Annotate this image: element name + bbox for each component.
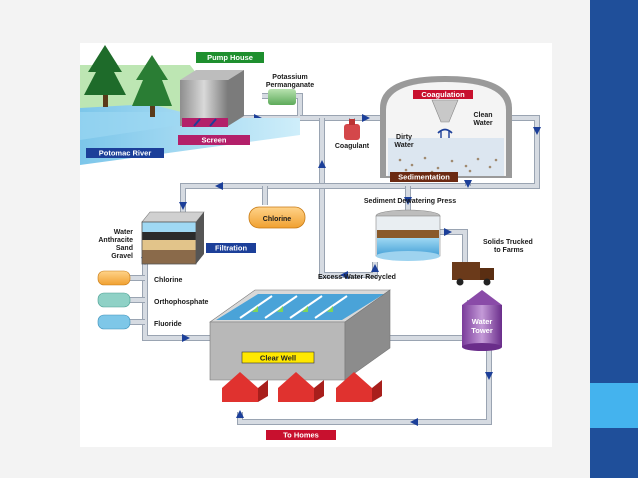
- to-homes-tag: To Homes: [266, 430, 336, 440]
- house-icon: [278, 372, 324, 402]
- clear-well-label: Clear Well: [260, 354, 296, 363]
- slide-side-accent: [590, 383, 638, 428]
- excess-water-label: Excess Water Recycled: [318, 274, 396, 281]
- chlorine-dose-tank: Chlorine: [97, 270, 182, 286]
- sedimentation-tag: Sedimentation: [390, 172, 458, 182]
- screen-label: Screen: [201, 136, 226, 145]
- coagulant-tank: Coagulant: [335, 119, 370, 150]
- arrow-icon: [236, 410, 244, 418]
- river-tag: Potomac River: [86, 148, 164, 158]
- filtration-basin: [141, 211, 205, 265]
- chlorine-dose-label: Chlorine: [154, 277, 182, 284]
- pump-house-label: Pump House: [207, 53, 253, 62]
- solids-trucked-line1: Solids Trucked: [483, 239, 533, 246]
- clean-water-label: Water: [473, 120, 492, 127]
- tree-icon: [84, 45, 126, 107]
- potomac-river-label: Potomac River: [99, 149, 152, 158]
- fluoride-tank: Fluoride: [97, 314, 182, 330]
- water-tower: Water Tower: [462, 290, 502, 351]
- potassium-permanganate-tank: Potassium Permanganate: [266, 74, 314, 105]
- coagulation-label: Coagulation: [421, 90, 465, 99]
- homes: [222, 372, 382, 402]
- dirty-label: Dirty: [396, 134, 412, 141]
- fluoride-label: Fluoride: [154, 321, 182, 328]
- sediment-dewatering-press: Sediment Dewatering Press: [364, 198, 456, 261]
- arrow-icon: [179, 202, 187, 210]
- orthophosphate-tank: Orthophosphate: [97, 292, 209, 308]
- solids-trucked-label: Solids Trucked to Farms: [483, 239, 533, 254]
- solids-trucked-line2: to Farms: [494, 247, 524, 254]
- arrow-icon: [362, 114, 370, 122]
- arrow-icon: [533, 127, 541, 135]
- truck-icon: [452, 262, 494, 286]
- filter-layer-labels: Water Anthracite Sand Gravel: [98, 229, 133, 260]
- arrow-icon: [444, 228, 452, 236]
- clear-well: Clear Well: [209, 289, 391, 381]
- arrow-icon: [182, 334, 190, 342]
- to-homes-label: To Homes: [283, 431, 319, 440]
- water-tower-label-line2: Tower: [471, 326, 493, 335]
- house-icon: [222, 372, 268, 402]
- gravel-layer-label: Gravel: [111, 253, 133, 260]
- tree-icon: [132, 55, 172, 117]
- arrow-icon: [215, 182, 223, 190]
- house-icon: [336, 372, 382, 402]
- sand-layer-label: Sand: [116, 245, 133, 252]
- arrow-icon: [371, 264, 379, 272]
- arrow-icon: [464, 180, 472, 188]
- orthophosphate-label: Orthophosphate: [154, 299, 209, 306]
- dirty-water-label: Water: [394, 142, 413, 149]
- chlorine-tank: Chlorine: [248, 206, 306, 229]
- arrow-icon: [485, 372, 493, 380]
- arrow-icon: [410, 418, 418, 426]
- coagulant-label: Coagulant: [335, 143, 370, 150]
- water-layer-label: Water: [114, 229, 133, 236]
- dewatering-press-label: Sediment Dewatering Press: [364, 198, 456, 205]
- chlorine-tank-label: Chlorine: [263, 216, 291, 223]
- water-tower-label-line1: Water: [472, 317, 493, 326]
- pump-house: [180, 70, 244, 127]
- sedimentation-label: Sedimentation: [398, 173, 450, 182]
- arrow-icon: [404, 197, 412, 205]
- potassium-label: Potassium: [272, 74, 307, 81]
- filtration-tag: Filtration: [206, 243, 256, 253]
- arrow-icon: [318, 160, 326, 168]
- screen-tag: Screen: [178, 135, 250, 145]
- filtration-label: Filtration: [215, 244, 247, 253]
- anthracite-layer-label: Anthracite: [98, 237, 133, 244]
- permanganate-label: Permanganate: [266, 82, 314, 89]
- clean-label: Clean: [473, 112, 492, 119]
- coagulation-basin: Coagulation Clean Water Dirty Water: [380, 76, 512, 178]
- arrow-icon: [340, 271, 348, 279]
- pump-house-tag: Pump House: [196, 52, 264, 63]
